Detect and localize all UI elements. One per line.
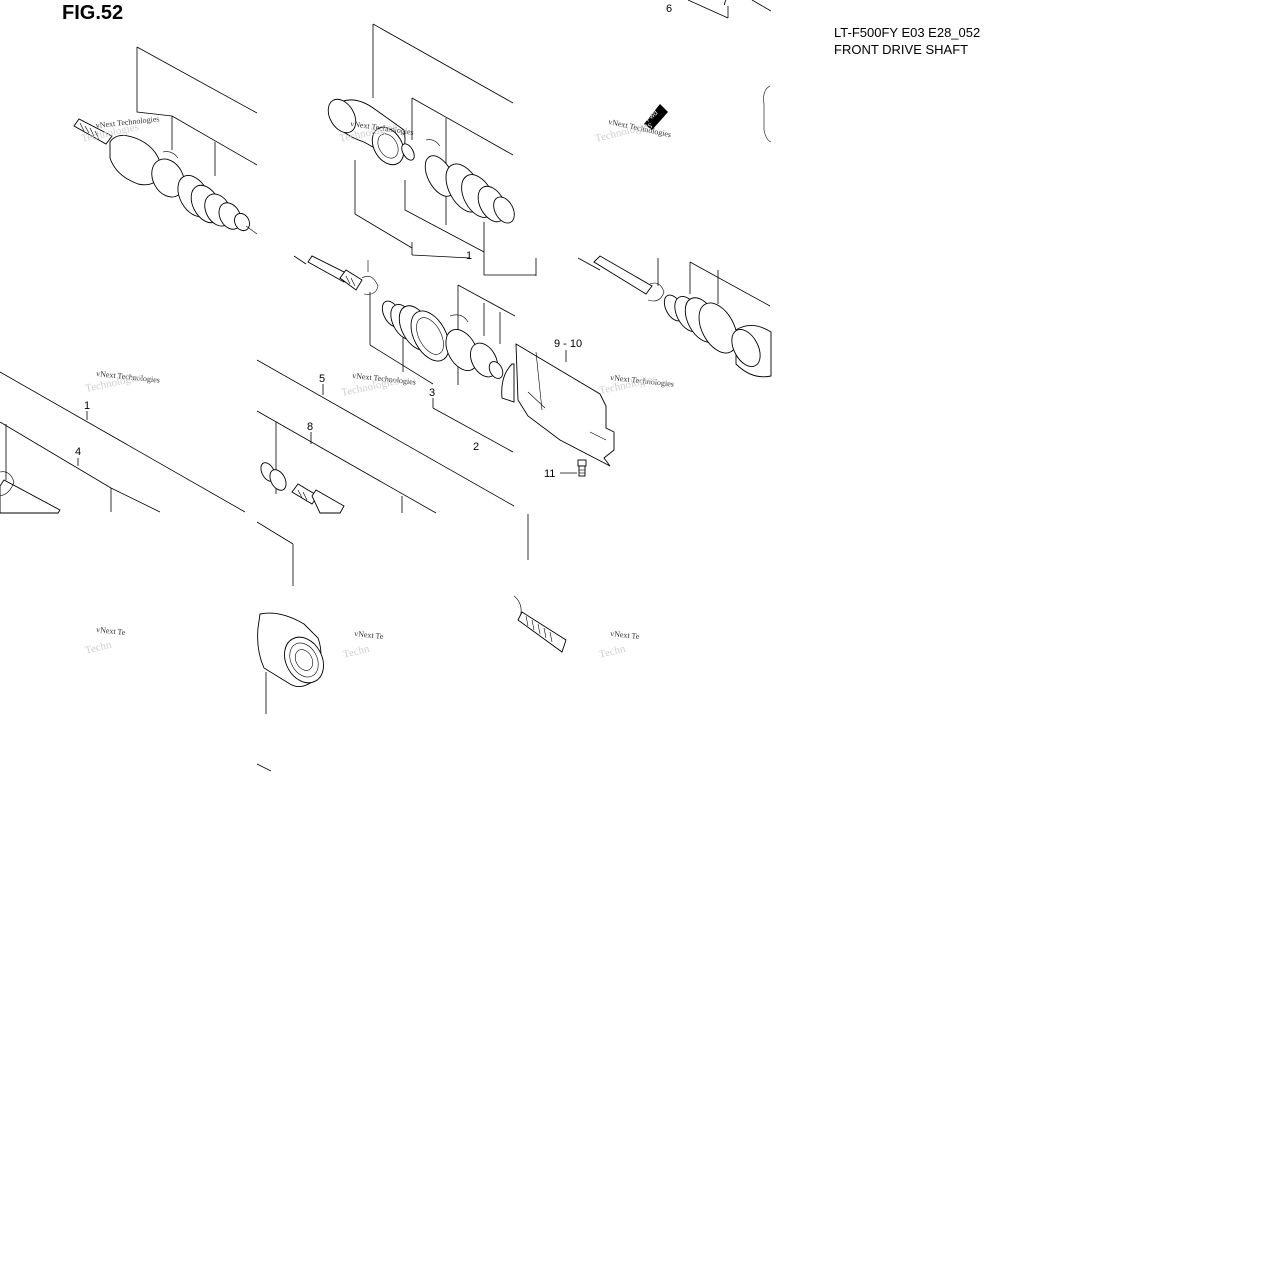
figure-label: FIG.52 [62, 2, 124, 24]
cv-boot [177, 175, 258, 235]
snap-ring [401, 143, 415, 161]
protector-cover-tile: 9 - 10 11 vNext Technologies Technologie… [515, 338, 674, 480]
boot-band [445, 329, 479, 371]
shaft-boot-tile: 3 2 1 [293, 250, 516, 453]
svg-text:Techn: Techn [342, 643, 371, 661]
callout-6: 6 [666, 3, 672, 15]
outer-cv-joint-tile: vNext Technologies Technologies [73, 46, 258, 235]
svg-text:Techn: Techn [598, 643, 627, 661]
watermark-partial: vNext Te [354, 629, 385, 641]
top-right-tile: 6 7 Fwd vNext Technologies Technologies [594, 0, 772, 145]
middle-shaft-tile: 5 8 vNext Technologies Technologies [256, 359, 515, 514]
cv-boot [381, 300, 450, 362]
boot-band [151, 158, 185, 198]
inner-housing-end [501, 363, 515, 403]
outer-joint-housing [257, 612, 324, 687]
callout-3: 3 [429, 387, 435, 399]
bolt-icon [577, 459, 587, 477]
circlip [488, 361, 504, 379]
inner-joint-tile: vNext Technologies Technologies [327, 23, 537, 276]
shaft [0, 479, 61, 514]
callout-8: 8 [307, 421, 313, 433]
model-code: LT-F500FY E03 E28_052 [834, 25, 981, 40]
callout-9-10: 9 - 10 [554, 338, 582, 350]
protector-cover [515, 343, 615, 467]
callout-11: 11 [544, 468, 555, 480]
splined-stub [73, 118, 113, 145]
splined-stub [513, 595, 567, 653]
cv-boot [445, 163, 515, 224]
cv-boot [674, 295, 738, 354]
section-title: FRONT DRIVE SHAFT [834, 42, 969, 57]
watermark-partial: vNext Te [96, 625, 127, 637]
splined-end [339, 269, 363, 291]
shaft [593, 255, 653, 295]
callout-4: 4 [75, 446, 81, 458]
bottom-housing-tile: vNext Te vNext Te vNext Te Techn Techn T… [84, 514, 641, 772]
callout-7: 7 [722, 0, 728, 8]
svg-text:Techn: Techn [84, 639, 113, 657]
right-assembly-tile [577, 255, 772, 378]
callout-5: 5 [319, 373, 325, 385]
shaft [311, 489, 345, 514]
callout-1-upper: 1 [466, 250, 472, 262]
inner-joint-housing [327, 98, 406, 166]
left-shaft-tile: 1 4 vNext Technologies Technologies [0, 369, 246, 514]
callout-2: 2 [473, 441, 479, 453]
callout-1: 1 [84, 400, 90, 412]
watermark-partial: vNext Te [610, 629, 641, 641]
